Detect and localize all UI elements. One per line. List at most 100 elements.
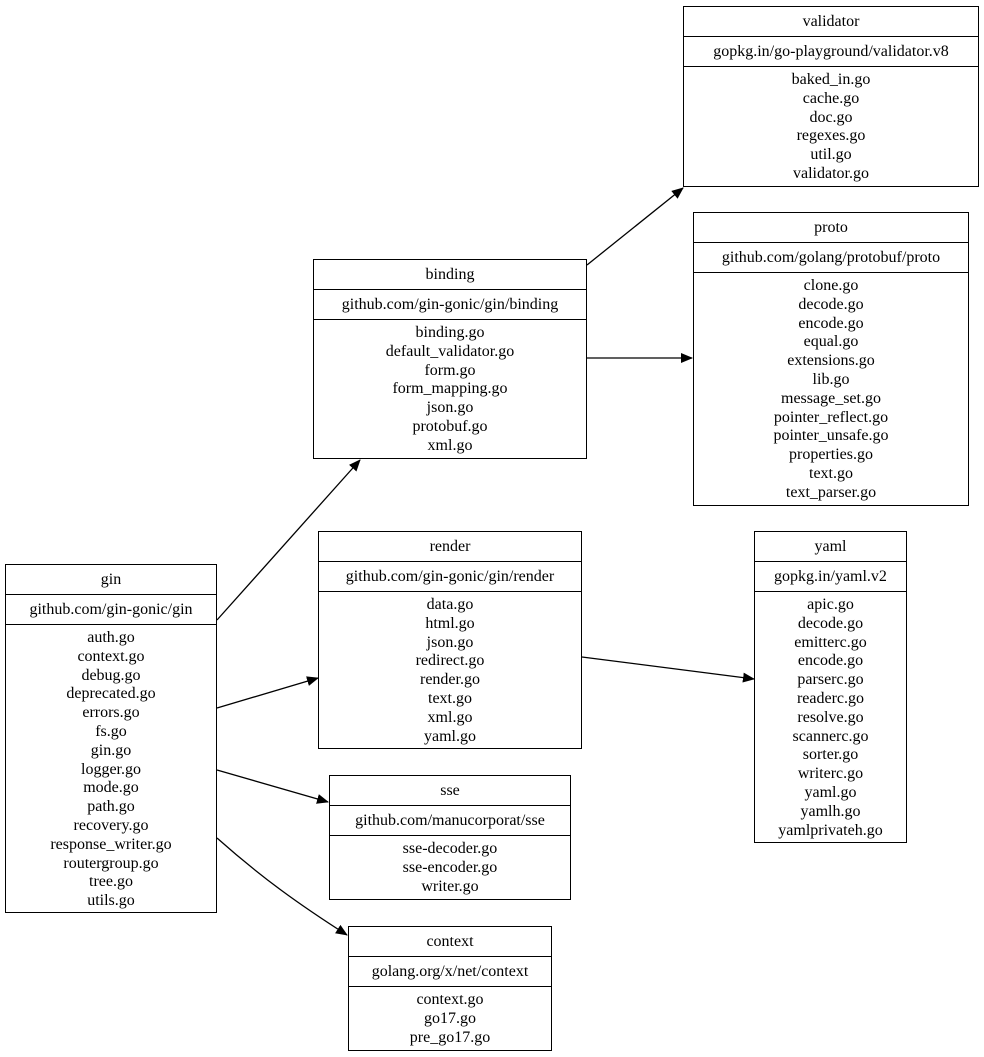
file-item: encode.go	[797, 652, 864, 670]
edge-gin-sse	[216, 769, 329, 804]
package-name: proto	[694, 213, 968, 243]
file-item: errors.go	[82, 704, 140, 722]
file-item: xml.go	[427, 708, 473, 726]
file-item: sorter.go	[802, 746, 859, 764]
file-item: data.go	[426, 596, 474, 613]
file-item: context.go	[77, 647, 145, 665]
package-import-path: gopkg.in/yaml.v2	[755, 562, 906, 592]
file-item: json.go	[426, 399, 474, 417]
package-file-list: auth.go context.go debug.go deprecated.g…	[6, 625, 216, 911]
file-item: message_set.go	[781, 389, 881, 407]
file-item: gin.go	[90, 741, 132, 759]
package-name: gin	[6, 565, 216, 595]
package-node-validator: validator gopkg.in/go-playground/validat…	[683, 6, 979, 187]
package-name: yaml	[755, 532, 906, 562]
package-node-yaml: yaml gopkg.in/yaml.v2 apic.go decode.go …	[754, 531, 907, 843]
file-item: debug.go	[81, 666, 141, 684]
package-file-list: baked_in.go cache.go doc.go regexes.go u…	[684, 67, 978, 184]
package-node-proto: proto github.com/golang/protobuf/proto c…	[693, 212, 969, 506]
file-item: readerc.go	[796, 689, 865, 707]
package-import-path: gopkg.in/go-playground/validator.v8	[684, 37, 978, 67]
file-item: util.go	[810, 146, 852, 164]
file-item: recovery.go	[73, 816, 149, 834]
file-item: writerc.go	[797, 765, 864, 783]
file-item: writer.go	[421, 877, 479, 895]
file-item: doc.go	[809, 108, 853, 126]
file-item: decode.go	[797, 614, 864, 632]
package-import-path: github.com/golang/protobuf/proto	[694, 243, 968, 273]
edge-gin-render	[216, 676, 319, 709]
file-item: pointer_unsafe.go	[773, 427, 889, 445]
package-node-gin: gin github.com/gin-gonic/gin auth.go con…	[5, 564, 217, 913]
package-node-render: render github.com/gin-gonic/gin/render d…	[318, 531, 582, 749]
package-file-list: context.go go17.go pre_go17.go	[349, 987, 551, 1047]
package-name: sse	[330, 776, 570, 806]
file-item: resolve.go	[797, 708, 864, 726]
file-item: equal.go	[803, 333, 859, 351]
file-item: path.go	[87, 798, 135, 816]
file-item: xml.go	[427, 436, 473, 454]
file-item: render.go	[420, 671, 480, 689]
package-name: binding	[314, 260, 586, 290]
edge-render-yaml	[581, 656, 755, 683]
file-item: yamlprivateh.go	[778, 821, 883, 839]
file-item: tree.go	[89, 873, 133, 891]
file-item: utils.go	[87, 892, 135, 910]
package-file-list: binding.go default_validator.go form.go …	[314, 320, 586, 456]
file-item: auth.go	[87, 629, 135, 646]
edge-binding-validator	[586, 187, 684, 266]
package-file-list: clone.go decode.go encode.go equal.go ex…	[694, 273, 968, 503]
file-item: routergroup.go	[63, 854, 159, 872]
file-item: response_writer.go	[50, 835, 172, 853]
file-item: go17.go	[424, 1009, 476, 1027]
file-item: encode.go	[798, 314, 864, 332]
package-node-binding: binding github.com/gin-gonic/gin/binding…	[313, 259, 587, 459]
file-item: html.go	[425, 614, 475, 632]
package-import-path: github.com/gin-gonic/gin	[6, 595, 216, 625]
package-name: context	[349, 927, 551, 957]
file-item: text.go	[428, 689, 472, 707]
file-item: text_parser.go	[785, 483, 877, 501]
package-import-path: github.com/manucorporat/sse	[330, 806, 570, 836]
file-item: fs.go	[95, 722, 127, 740]
file-item: validator.go	[793, 164, 869, 182]
file-item: logger.go	[81, 760, 141, 778]
file-item: mode.go	[83, 779, 139, 797]
file-item: default_validator.go	[385, 342, 515, 360]
package-name: validator	[684, 7, 978, 37]
file-item: yaml.go	[804, 783, 857, 801]
package-node-context: context golang.org/x/net/context context…	[348, 926, 552, 1051]
package-file-list: sse-decoder.go sse-encoder.go writer.go	[330, 836, 570, 896]
file-item: binding.go	[415, 324, 485, 341]
file-item: parserc.go	[797, 671, 864, 689]
file-item: yaml.go	[424, 727, 476, 745]
file-item: redirect.go	[415, 652, 485, 670]
file-item: yamlh.go	[800, 802, 861, 820]
file-item: deprecated.go	[66, 685, 156, 703]
package-name: render	[319, 532, 581, 562]
file-item: pre_go17.go	[409, 1028, 491, 1046]
file-item: properties.go	[789, 446, 873, 464]
file-item: extensions.go	[787, 352, 875, 370]
edge-gin-context	[216, 837, 348, 936]
package-node-sse: sse github.com/manucorporat/sse sse-deco…	[329, 775, 571, 900]
package-import-path: github.com/gin-gonic/gin/binding	[314, 290, 586, 320]
file-item: apic.go	[807, 596, 854, 613]
file-item: json.go	[426, 633, 474, 651]
file-item: baked_in.go	[791, 71, 871, 88]
file-item: form.go	[424, 361, 476, 379]
file-item: sse-encoder.go	[402, 858, 498, 876]
file-item: pointer_reflect.go	[773, 408, 889, 426]
package-import-path: golang.org/x/net/context	[349, 957, 551, 987]
file-item: scannerc.go	[792, 727, 869, 745]
file-item: cache.go	[802, 89, 860, 107]
file-item: protobuf.go	[412, 417, 488, 435]
file-item: text.go	[809, 464, 853, 482]
edge-gin-binding	[216, 459, 361, 621]
file-item: clone.go	[803, 277, 859, 294]
file-item: form_mapping.go	[392, 380, 508, 398]
package-file-list: apic.go decode.go emitterc.go encode.go …	[755, 592, 906, 840]
file-item: emitterc.go	[794, 633, 867, 651]
file-item: decode.go	[798, 295, 864, 313]
